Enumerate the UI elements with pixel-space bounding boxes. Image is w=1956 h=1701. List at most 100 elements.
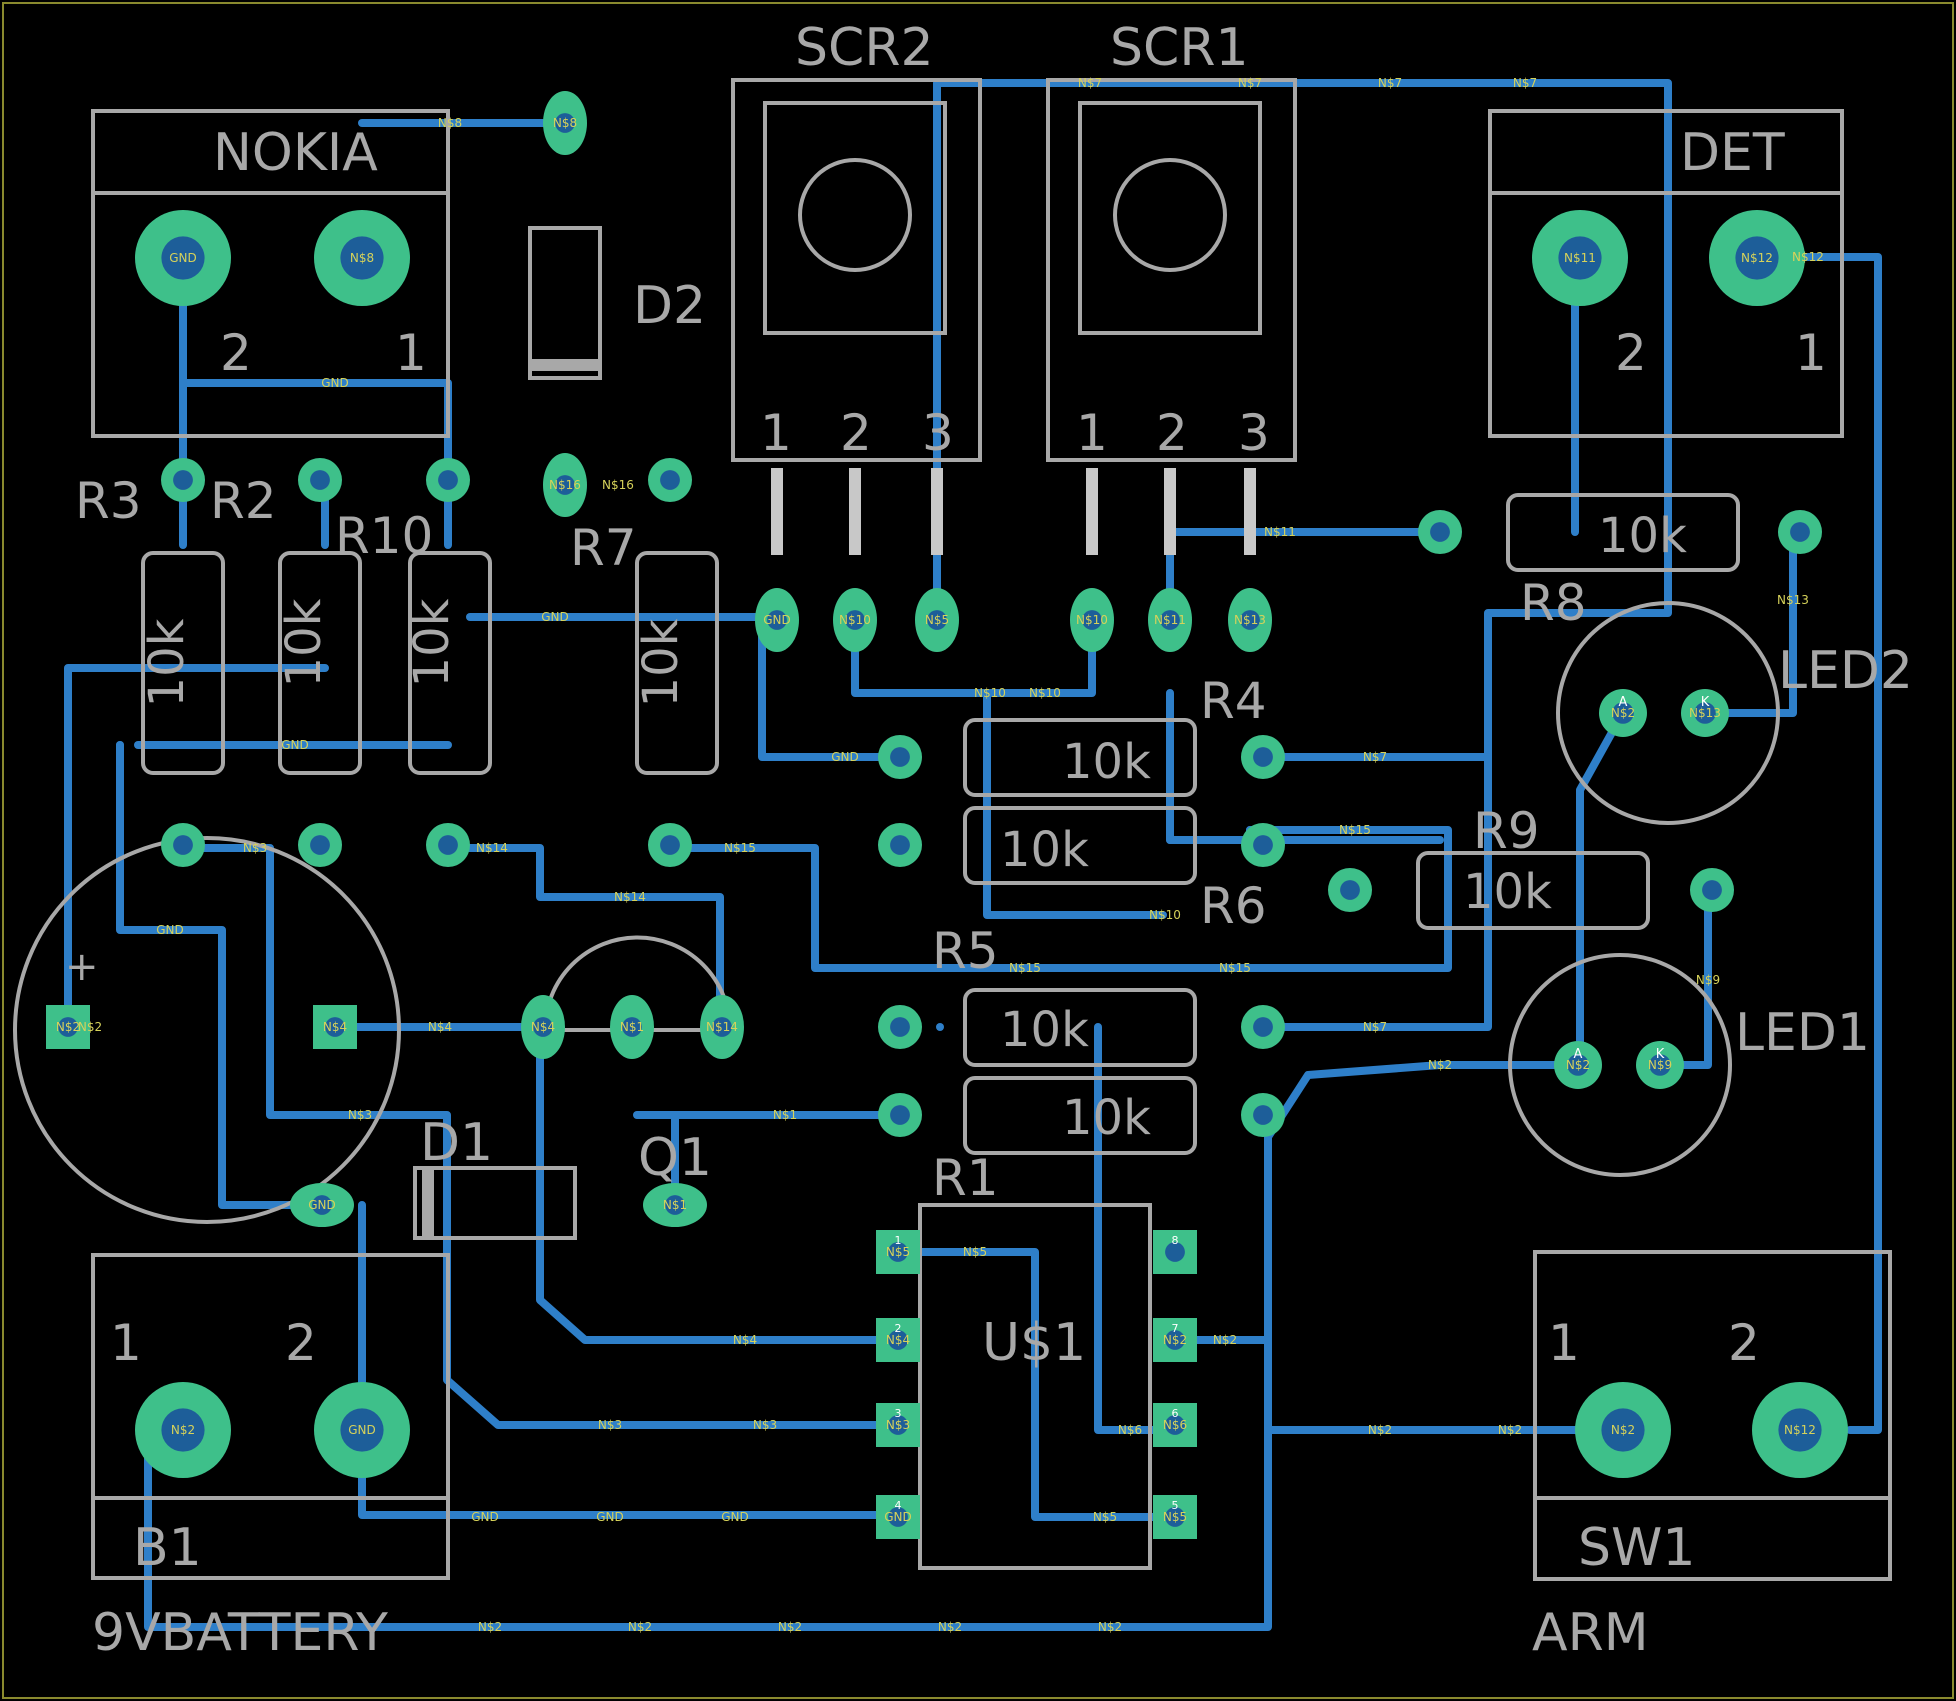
- r2-body: [278, 551, 362, 775]
- det-pin-2: 2: [1615, 324, 1647, 382]
- r3-name: R3: [75, 472, 142, 530]
- nokia-pin-2: 2: [220, 324, 252, 382]
- scr1-pin-1: 1: [1076, 404, 1108, 462]
- net-label: N$10: [1029, 686, 1061, 700]
- pad-net-label: N$2: [171, 1423, 195, 1437]
- cap-pad-2: N$4: [313, 1005, 357, 1049]
- r8-pad-right: [1778, 510, 1822, 554]
- net-label: GND: [321, 376, 349, 390]
- silkscreen: [13, 78, 1892, 1581]
- r6-name: R6: [1200, 877, 1267, 935]
- r4-pad-right: [1241, 735, 1285, 779]
- pad-net-label: N$5: [886, 1245, 910, 1259]
- led1-pad-k-letter: K: [1656, 1047, 1665, 1062]
- led1-pad-a: N$2: [1554, 1041, 1602, 1089]
- net-label: N$1: [773, 1108, 797, 1122]
- r1-name: R1: [932, 1149, 999, 1207]
- scr-legs: [771, 468, 1256, 555]
- r5-body: [963, 988, 1197, 1067]
- net-label: N$15: [724, 841, 756, 855]
- r9-name: R9: [1473, 802, 1540, 860]
- us1-pin-number: 4: [895, 1499, 902, 1512]
- q1-pad-2: N$1: [610, 995, 654, 1059]
- r8-pad-left: [1418, 510, 1462, 554]
- scr1-pin-2: 2: [1156, 404, 1188, 462]
- net-label: N$15: [1219, 961, 1251, 975]
- net-label: N$2: [1498, 1423, 1522, 1437]
- r7-pad-top: [648, 458, 692, 502]
- r3-body: [141, 551, 225, 775]
- sw1-pin-1: 1: [1548, 1314, 1580, 1372]
- r7-body: [635, 551, 719, 775]
- us1-pin-number: 1: [895, 1234, 902, 1247]
- net-label: GND: [471, 1510, 499, 1524]
- q1-outline: [542, 935, 733, 1032]
- nokia-pin-1: 1: [395, 324, 427, 382]
- us1-pin-1: N$5: [876, 1230, 920, 1274]
- pad-net-label: N$14: [706, 1020, 738, 1034]
- net-label: N$14: [476, 841, 508, 855]
- r10-value: 10k: [404, 598, 460, 687]
- r6-value: 10k: [1000, 822, 1089, 878]
- d2-pad-k: N$16: [543, 453, 587, 517]
- battery-pad-1: N$2: [135, 1382, 231, 1478]
- net-label: N$8: [438, 116, 462, 130]
- pad-net-label: N$2: [56, 1020, 80, 1034]
- net-label: GND: [596, 1510, 624, 1524]
- r2-value: 10k: [276, 598, 332, 687]
- net-label: N$7: [1078, 76, 1102, 90]
- net-label: GND: [831, 750, 859, 764]
- scr2-pin-3: 3: [922, 404, 954, 462]
- battery-pin-2: 2: [285, 1314, 317, 1372]
- us1-pin-4: GND: [876, 1495, 920, 1539]
- r4-name: R4: [1200, 672, 1267, 730]
- r7-pad-bottom: [648, 823, 692, 867]
- r8-name: R8: [1520, 574, 1587, 632]
- r9-body: [1416, 851, 1650, 930]
- us1-pin-7: N$2: [1153, 1318, 1197, 1362]
- scr2-pad-2: N$10: [833, 588, 877, 652]
- pad-net-label: N$2: [1163, 1333, 1187, 1347]
- led2-pad-k: N$13: [1681, 689, 1729, 737]
- scr2-pad-3: N$5: [915, 588, 959, 652]
- pad-net-label: N$4: [886, 1333, 910, 1347]
- nokia-terminal-body: [91, 109, 450, 438]
- scr2-pin-2: 2: [840, 404, 872, 462]
- pad-net-label: N$11: [1154, 613, 1186, 627]
- nokia-pad-1: N$8: [314, 210, 410, 306]
- net-label: N$11: [1264, 525, 1296, 539]
- net-label: N$2: [1428, 1058, 1452, 1072]
- r5-value: 10k: [1000, 1002, 1089, 1058]
- r3-pad-bottom: [161, 823, 205, 867]
- scr2-name: SCR2: [795, 18, 934, 78]
- led2-pad-k-letter: K: [1701, 695, 1710, 710]
- pad-net-label: N$2: [1611, 1423, 1635, 1437]
- r9-value: 10k: [1463, 864, 1552, 920]
- net-label: N$3: [753, 1418, 777, 1432]
- net-label: N$2: [1098, 1620, 1122, 1634]
- d1-pad-a: GND: [290, 1183, 354, 1227]
- us1-pin-number: 2: [895, 1322, 902, 1335]
- pad-net-label: N$1: [620, 1020, 644, 1034]
- r4-value: 10k: [1062, 734, 1151, 790]
- pad-net-label: N$12: [1741, 251, 1773, 265]
- battery-terminal-body: [91, 1253, 450, 1580]
- r3-pad-top: [161, 458, 205, 502]
- r8-value: 10k: [1598, 508, 1687, 564]
- r3-value: 10k: [139, 618, 195, 707]
- det-pad-1: N$12: [1709, 210, 1805, 306]
- pad-net-label: N$16: [549, 478, 581, 492]
- pad-net-label: N$8: [350, 251, 374, 265]
- r6-pad-left: [878, 823, 922, 867]
- net-label: GND: [541, 610, 569, 624]
- r4-body: [963, 718, 1197, 797]
- us1-pin-3: N$3: [876, 1403, 920, 1447]
- r1-pad-right: [1241, 1093, 1285, 1137]
- us1-name: U$1: [982, 1313, 1086, 1373]
- r10-pad-bottom: [426, 823, 470, 867]
- net-label: N$2: [778, 1620, 802, 1634]
- pad-net-label: N$8: [553, 116, 577, 130]
